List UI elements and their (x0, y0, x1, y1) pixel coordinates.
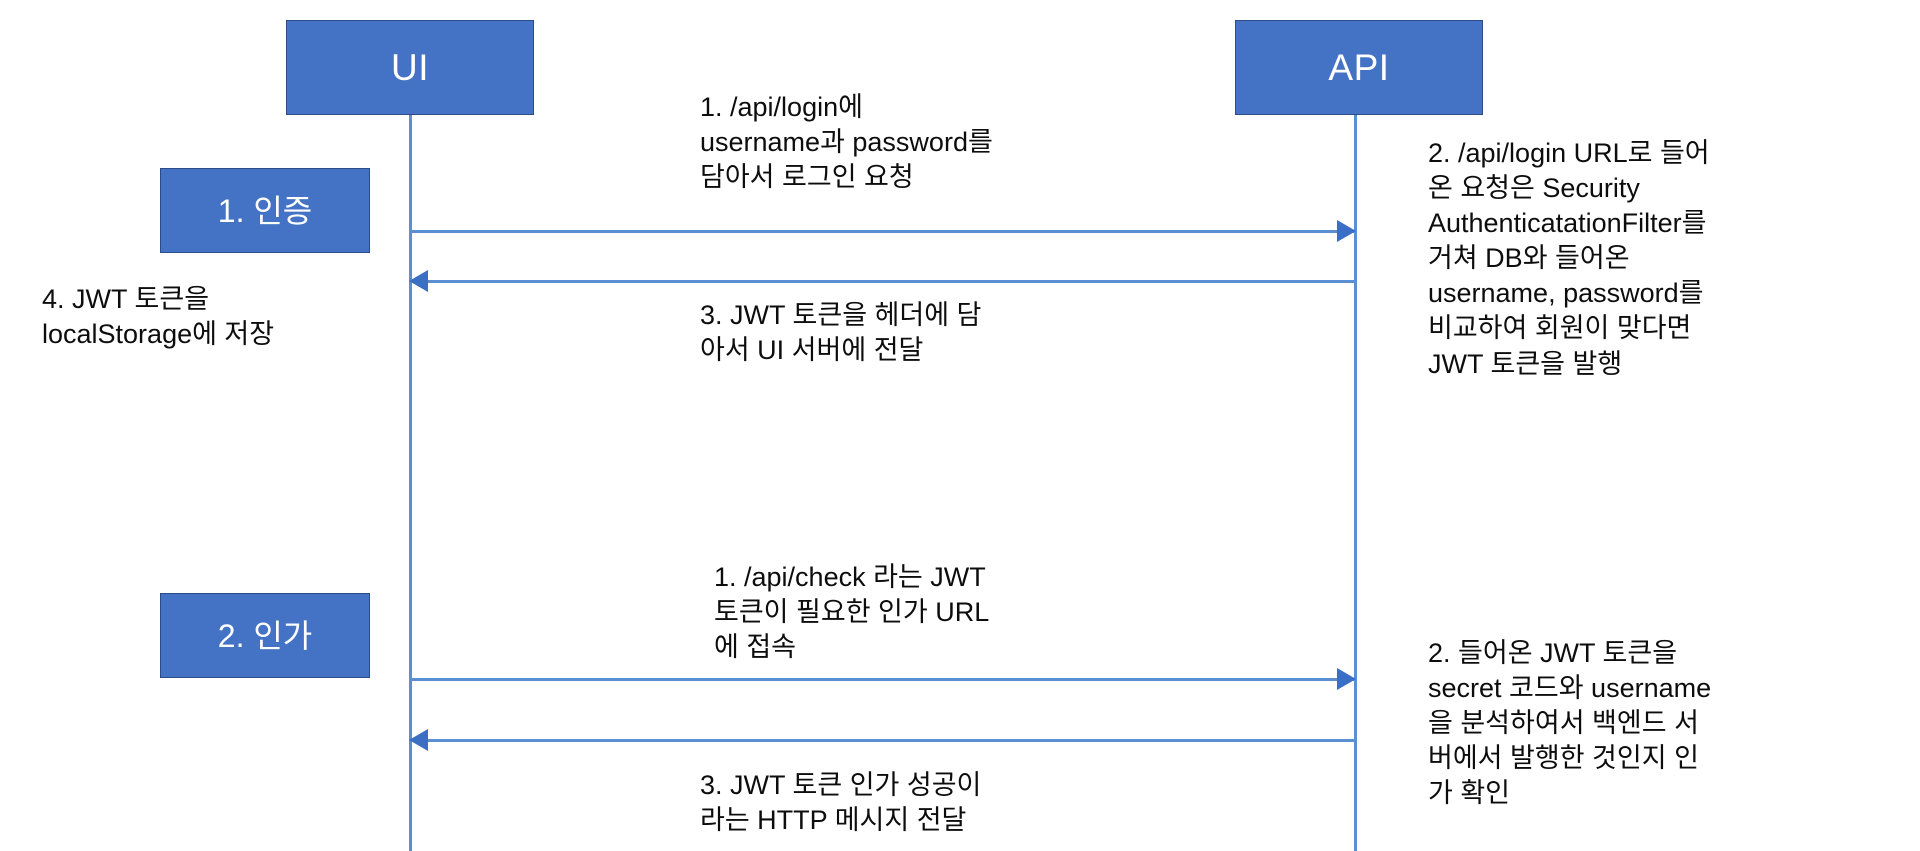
lifeline-api (1354, 115, 1357, 851)
arrow-auth-response-line (409, 280, 1356, 283)
actor-box-api[interactable]: API (1235, 20, 1483, 115)
note-authz-request: 1. /api/check 라는 JWT 토큰이 필요한 인가 URL 에 접속 (714, 562, 990, 663)
arrow-auth-response-head-icon (409, 270, 428, 292)
note-local-storage: 4. JWT 토큰을 localStorage에 저장 (42, 284, 275, 350)
arrow-auth-request-head-icon (1337, 220, 1356, 242)
note-auth-response: 3. JWT 토큰을 헤더에 담 아서 UI 서버에 전달 (700, 300, 982, 366)
note-auth-api-detail: 2. /api/login URL로 들어 온 요청은 Security Aut… (1428, 138, 1710, 379)
lifeline-ui (409, 115, 412, 851)
arrow-auth-request-line (409, 230, 1356, 233)
arrow-authz-response-line (409, 739, 1356, 742)
arrow-authz-request-head-icon (1337, 668, 1356, 690)
phase-label-authentication: 1. 인증 (217, 192, 313, 229)
arrow-authz-request-line (409, 678, 1356, 681)
actor-box-ui[interactable]: UI (286, 20, 534, 115)
phase-badge-authorization[interactable]: 2. 인가 (160, 593, 370, 678)
note-authz-api-detail: 2. 들어온 JWT 토큰을 secret 코드와 username 을 분석하… (1428, 638, 1712, 809)
actor-label-ui: UI (391, 47, 429, 88)
actor-label-api: API (1328, 47, 1390, 88)
note-authz-response: 3. JWT 토큰 인가 성공이 라는 HTTP 메시지 전달 (700, 770, 982, 836)
note-auth-request: 1. /api/login에 username과 password를 담아서 로… (700, 92, 993, 193)
phase-badge-authentication[interactable]: 1. 인증 (160, 168, 370, 253)
phase-label-authorization: 2. 인가 (217, 617, 313, 654)
arrow-authz-response-head-icon (409, 729, 428, 751)
